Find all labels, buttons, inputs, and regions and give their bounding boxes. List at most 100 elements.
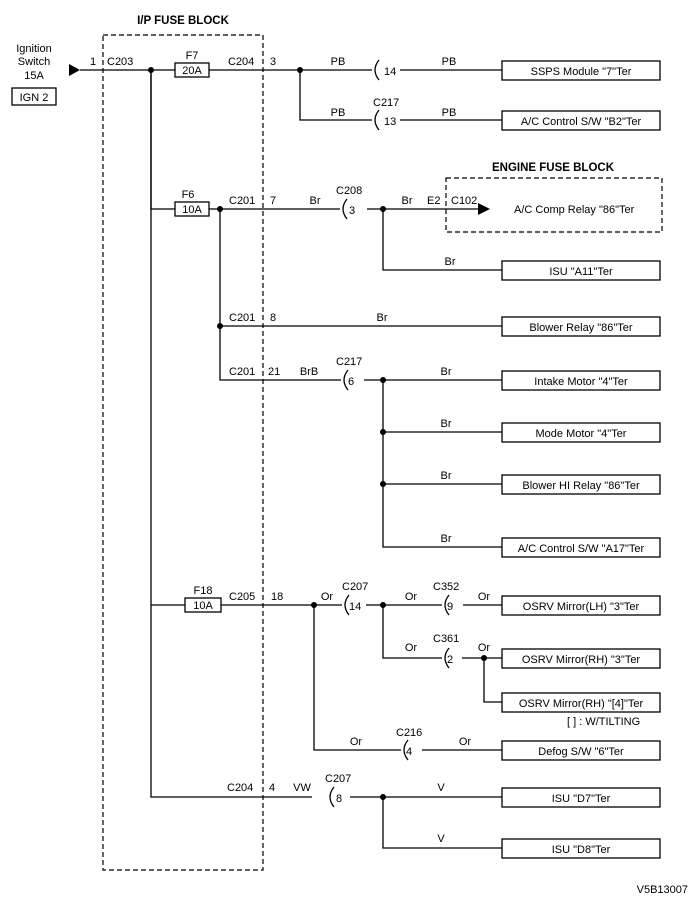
load-mode-motor: Mode Motor "4"Ter (536, 428, 627, 440)
pin-1: 1 (90, 56, 96, 68)
ip-fuse-block-outline (102, 34, 264, 871)
load-box-intake-motor (501, 370, 661, 391)
wire-color-br-6: Br (441, 418, 452, 430)
load-isu-d8: ISU "D8"Ter (552, 844, 611, 856)
pin-e2: E2 (427, 195, 440, 207)
load-osrv-mirror-rh-4: OSRV Mirror(RH) "[4]"Ter (519, 698, 644, 710)
wire-color-br-3: Br (402, 195, 413, 207)
fuse-f7-id: F7 (186, 50, 199, 62)
wire-to-isu-a11 (382, 209, 502, 271)
load-defog-sw: Defog S/W "6"Ter (538, 746, 624, 758)
connector-c208: C208 (336, 185, 362, 197)
load-blower-hi-relay: Blower HI Relay "86"Ter (522, 480, 640, 492)
wire-color-or-7: Or (459, 736, 472, 748)
wire-to-defog-c216 (313, 605, 401, 751)
source-arrow-icon (69, 64, 80, 76)
load-isu-d7: ISU "D7"Ter (552, 793, 611, 805)
load-isu-a11: ISU "A11"Ter (549, 266, 613, 278)
pin-c204-4: 4 (269, 782, 275, 794)
wire-color-br-4: Br (445, 256, 456, 268)
inline-connector-c361-2 (444, 647, 450, 669)
inline-connector-c217-13 (374, 109, 380, 131)
pin-c207-8: 8 (336, 793, 342, 805)
pin-13: 13 (384, 116, 396, 128)
pin-c361-2: 2 (447, 654, 453, 666)
connector-c204-a: C204 (228, 56, 254, 68)
tilting-note: [ ] : W/TILTING (567, 716, 640, 728)
wire-f6-bus (219, 209, 341, 381)
wire-f7-c217 (299, 70, 372, 121)
connector-c207-b: C207 (325, 773, 351, 785)
inline-connector-c208-3 (342, 198, 348, 220)
ignition-switch-rating: 15A (24, 70, 44, 82)
connector-c201-b: C201 (229, 312, 255, 324)
wire-color-pb-4: PB (442, 107, 457, 119)
wire-br-bus (382, 380, 502, 548)
load-box-ssps (501, 60, 661, 81)
pin-c217-6: 6 (348, 376, 354, 388)
connector-c205: C205 (229, 591, 255, 603)
figure-id: V5B13007 (637, 884, 688, 896)
wire-color-br-7: Br (441, 470, 452, 482)
fuse-f18-id: F18 (194, 585, 213, 597)
engine-fuse-block-outline (445, 177, 663, 233)
load-ac-control-a17: A/C Control S/W "A17"Ter (518, 543, 645, 555)
connector-c102: C102 (451, 195, 477, 207)
pin-c205-18: 18 (271, 591, 283, 603)
connector-c352: C352 (433, 581, 459, 593)
wire-to-isu-d8 (382, 797, 502, 849)
wire-color-br-2: Br (377, 312, 388, 324)
wire-splice-c204-4 (150, 70, 312, 798)
load-blower-relay: Blower Relay "86"Ter (529, 322, 633, 334)
wire-splice-f6 (150, 70, 175, 210)
wire-color-or-3: Or (405, 591, 418, 603)
wire-color-vw: VW (293, 782, 311, 794)
connector-c201-a: C201 (229, 195, 255, 207)
load-box-mode-motor (501, 422, 661, 443)
fuse-f7-rating: 20A (182, 65, 202, 77)
wire-color-v-1: V (437, 782, 445, 794)
inline-connector-c216-4 (403, 739, 409, 761)
inline-connector-c217-6 (343, 369, 349, 391)
inline-connector-14 (374, 59, 380, 81)
wire-color-br-8: Br (441, 533, 452, 545)
load-ssps-module: SSPS Module "7"Ter (531, 66, 632, 78)
load-box-osrv-rh-3 (501, 648, 661, 669)
connector-c204-b: C204 (227, 782, 253, 794)
load-box-blower-hi-relay (501, 474, 661, 495)
connector-c217-a: C217 (373, 97, 399, 109)
connector-c203: C203 (107, 56, 133, 68)
pin-14: 14 (384, 66, 396, 78)
pin-c201-21: 21 (268, 366, 280, 378)
wire-color-br-1: Br (310, 195, 321, 207)
load-box-ac-control-b2 (501, 110, 661, 131)
pin-c201-7: 7 (270, 195, 276, 207)
wire-color-or-2: Or (350, 736, 363, 748)
wire-color-pb-1: PB (331, 56, 346, 68)
wire-color-or-4: Or (405, 642, 418, 654)
c102-arrow-icon (478, 203, 490, 215)
load-box-isu-d8 (501, 838, 661, 859)
pin-c216-4: 4 (406, 746, 412, 758)
pin-c208-3: 3 (349, 205, 355, 217)
fuse-f6-id: F6 (182, 189, 195, 201)
connector-c207-a: C207 (342, 581, 368, 593)
wire-color-brb: BrB (300, 366, 318, 378)
load-box-defog-sw (501, 740, 661, 761)
ign2-terminal-label: IGN 2 (20, 92, 49, 104)
load-box-osrv-rh-4 (501, 692, 661, 713)
inline-connector-c207-14 (344, 594, 350, 616)
connector-c361: C361 (433, 633, 459, 645)
fuse-f6-rating: 10A (182, 204, 202, 216)
ignition-switch-label-line1: Ignition (16, 43, 51, 55)
wire-color-or-5: Or (478, 591, 491, 603)
load-ac-control-b2: A/C Control S/W "B2"Ter (521, 116, 642, 128)
inline-connector-c352-9 (444, 594, 450, 616)
ip-fuse-block-label: I/P FUSE BLOCK (137, 15, 229, 27)
connector-c217-b: C217 (336, 356, 362, 368)
pin-c207-14: 14 (349, 601, 361, 613)
load-box-isu-a11 (501, 260, 661, 281)
inline-connector-c207-8 (329, 786, 335, 808)
load-box-ac-control-a17 (501, 537, 661, 558)
